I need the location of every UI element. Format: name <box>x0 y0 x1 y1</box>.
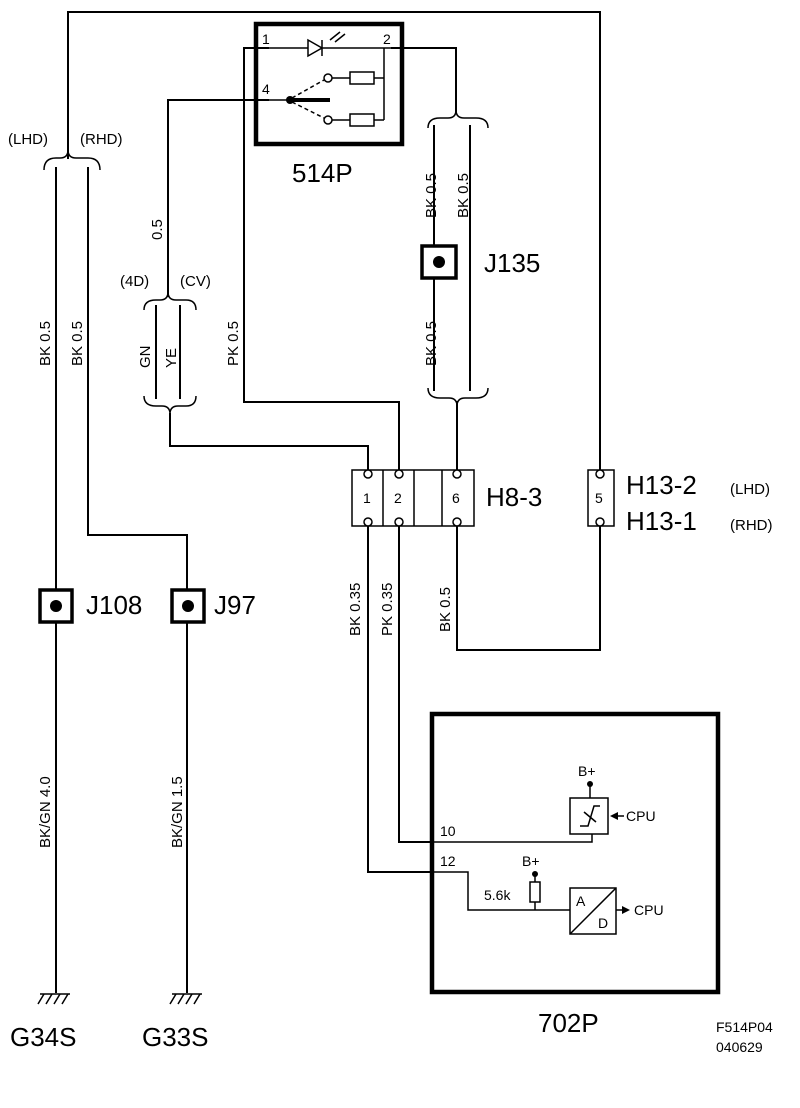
wire-label-bkgn40: BK/GN 4.0 <box>37 776 54 848</box>
module-702p-label: 702P <box>538 1008 599 1038</box>
wire-label-bk05-h13: BK 0.5 <box>437 587 454 632</box>
splice-j97: J97 <box>170 588 256 624</box>
switch-pin-4: 4 <box>262 81 270 97</box>
wire-label-size-05: 0.5 <box>149 219 166 240</box>
ground-g34s: G34S <box>10 993 77 1052</box>
ad-label-a: A <box>576 893 586 909</box>
wire-rhd-bk <box>87 167 188 591</box>
ground-icon <box>169 993 202 1005</box>
h8-pin-1: 1 <box>363 490 371 506</box>
h13-pin-5: 5 <box>595 490 603 506</box>
wire-label-bk05-rhd: BK 0.5 <box>69 321 86 366</box>
tag-rhd: (RHD) <box>80 131 123 148</box>
wire-label-bk05-b: BK 0.5 <box>455 173 472 218</box>
variant-tags: (LHD) (RHD) (4D) (CV) <box>8 131 211 290</box>
module-line-pin10 <box>432 834 593 843</box>
wire-label-ye: YE <box>163 348 180 368</box>
wire-label-bk05-c: BK 0.5 <box>423 321 440 366</box>
module-line-pin12 <box>432 871 570 911</box>
brace-bk-bottom <box>427 387 489 407</box>
tag-lhd: (LHD) <box>8 131 48 148</box>
connector-h8-3-body <box>351 469 475 527</box>
wire-label-pk05: PK 0.5 <box>225 321 242 366</box>
led-icon <box>268 31 392 58</box>
splice-j108-label: J108 <box>86 590 142 620</box>
connector-h13-2-label: H13-2 <box>626 470 697 500</box>
ground-icon <box>37 993 70 1005</box>
brace-4d-cv-top <box>143 291 197 311</box>
splice-j135-label: J135 <box>484 248 540 278</box>
switch-514p-box <box>253 21 405 147</box>
wire-top-loop <box>67 11 601 473</box>
output-driver-icon <box>569 797 609 835</box>
splice-j108: J108 <box>38 588 142 624</box>
wire-pin4 <box>167 99 269 297</box>
wire-labels: BK 0.5 BK 0.5 0.5 GN YE PK 0.5 BK 0.5 BK… <box>37 173 472 848</box>
module-bplus-1: B+ <box>578 763 596 779</box>
module-pin-10: 10 <box>440 823 456 839</box>
wire-label-bk05-a: BK 0.5 <box>423 173 440 218</box>
brace-4d-cv-bottom <box>143 395 197 415</box>
wire-label-gn: GN <box>137 346 154 369</box>
module-bplus-2: B+ <box>522 853 540 869</box>
brace-bk-top <box>427 109 489 129</box>
connector-h13-1-label: H13-1 <box>626 506 697 536</box>
switch-pin-2: 2 <box>383 31 391 47</box>
h8-pin-2: 2 <box>394 490 402 506</box>
wires <box>55 11 601 993</box>
module-cpu-2: CPU <box>634 902 664 918</box>
switch-514p: 1 2 4 <box>253 21 405 188</box>
module-resistor-label: 5.6k <box>484 887 511 903</box>
wire-label-pk035: PK 0.35 <box>379 583 396 636</box>
connector-h13-rhd-tag: (RHD) <box>730 517 773 534</box>
branch-braces <box>43 109 489 415</box>
ground-g34s-label: G34S <box>10 1022 77 1052</box>
switch-pin-1: 1 <box>262 31 270 47</box>
switch-514p-label: 514P <box>292 158 353 188</box>
splice-j97-box <box>170 588 206 624</box>
tag-cv: (CV) <box>180 273 211 290</box>
splice-j135-box <box>420 244 458 280</box>
h8-pin-6: 6 <box>452 490 460 506</box>
tag-4d: (4D) <box>120 273 149 290</box>
module-cpu-1: CPU <box>626 808 656 824</box>
pullup-resistor-icon <box>529 881 541 903</box>
connector-h13: 5 H13-2 (LHD) H13-1 (RHD) <box>587 469 773 536</box>
splice-j135: J135 <box>420 244 540 280</box>
ground-g33s: G33S <box>142 993 209 1052</box>
wire-to-h8-1 <box>169 413 369 473</box>
module-702p: 10 12 B+ CPU B+ 5.6k A D CPU 702P <box>429 711 721 1038</box>
ground-g33s-label: G33S <box>142 1022 209 1052</box>
wire-pk05 <box>243 47 400 473</box>
connector-h8-3: 1 2 6 H8-3 <box>351 469 542 527</box>
wire-label-bkgn15: BK/GN 1.5 <box>169 776 186 848</box>
wire-pin2 <box>391 47 457 113</box>
figure-code: F514P04 <box>716 1019 773 1035</box>
brace-lhd-rhd <box>43 149 101 171</box>
wire-label-bk035: BK 0.35 <box>347 583 364 636</box>
wire-bk05-h13 <box>456 524 601 651</box>
splice-j97-label: J97 <box>214 590 256 620</box>
switch-contact-icon <box>268 48 385 127</box>
wire-pk035 <box>398 524 433 843</box>
connector-h13-lhd-tag: (LHD) <box>730 481 770 498</box>
wire-bk035 <box>367 524 433 873</box>
splice-j108-box <box>38 588 74 624</box>
module-pin-12: 12 <box>440 853 456 869</box>
connector-h8-3-label: H8-3 <box>486 482 542 512</box>
wire-label-bk05-lhd: BK 0.5 <box>37 321 54 366</box>
schmitt-icon <box>580 805 600 827</box>
module-702p-box <box>429 711 721 995</box>
ad-converter-icon <box>569 887 617 935</box>
figure-date: 040629 <box>716 1039 763 1055</box>
ad-label-d: D <box>598 915 608 931</box>
